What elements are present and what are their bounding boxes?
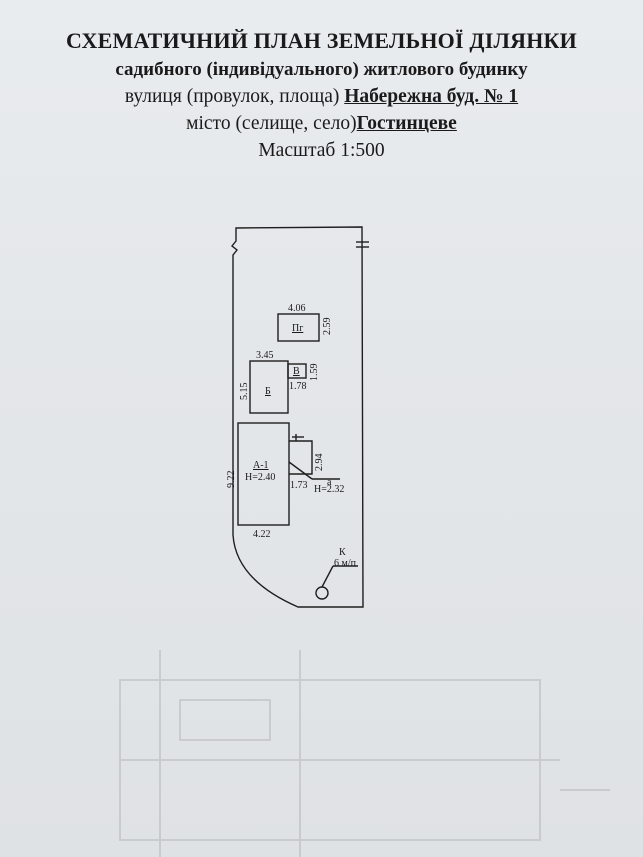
- garage-depth: 2.59: [322, 318, 333, 336]
- shed-v-label: В: [293, 366, 300, 377]
- shed-v-depth: 1.59: [309, 364, 320, 382]
- well-depth: 6 м/п: [334, 558, 357, 569]
- house-height: Н=2.40: [245, 472, 275, 483]
- garage-label: Пг: [292, 323, 303, 334]
- garage-width: 4.06: [288, 303, 306, 314]
- street-line: вулиця (провулок, площа) Набережна буд. …: [0, 83, 643, 110]
- porch-depth: 2.94: [314, 454, 325, 472]
- parcel-boundary: [231, 226, 364, 608]
- document-title: СХЕМАТИЧНИЙ ПЛАН ЗЕМЕЛЬНОЇ ДІЛЯНКИ: [66, 28, 577, 53]
- garage-outline: [277, 313, 320, 342]
- shed-v-outline: [287, 363, 307, 379]
- scale-label: Масштаб 1:500: [258, 140, 385, 161]
- shed-b-depth: 5.15: [239, 383, 250, 401]
- street-label: вулиця (провулок, площа): [124, 86, 340, 107]
- shed-v-width: 1.78: [289, 381, 307, 392]
- porch-width: 1.73: [290, 480, 308, 491]
- well-symbol: [315, 586, 329, 600]
- well-label: К: [339, 547, 346, 558]
- city-label: місто (селище, село): [186, 113, 357, 134]
- house-width: 4.22: [253, 529, 271, 540]
- porch-label: а: [327, 477, 332, 488]
- shed-b-width: 3.45: [256, 350, 274, 361]
- document-header: СХЕМАТИЧНИЙ ПЛАН ЗЕМЕЛЬНОЇ ДІЛЯНКИ садиб…: [0, 26, 643, 164]
- city-line: місто (селище, село)Гостинцеве: [0, 110, 643, 137]
- house-label: А-1: [253, 460, 269, 471]
- street-value: Набережна буд. № 1: [344, 86, 519, 107]
- shed-b-outline: [249, 360, 289, 414]
- document-subtitle: садибного (індивідуального) житлового бу…: [115, 59, 528, 80]
- city-value: Гостинцеве: [356, 113, 457, 134]
- porch-height: Н=2.32: [314, 484, 344, 495]
- shed-b-label: Б: [265, 386, 271, 397]
- house-depth: 9.22: [226, 471, 237, 489]
- porch-outline: [289, 440, 313, 475]
